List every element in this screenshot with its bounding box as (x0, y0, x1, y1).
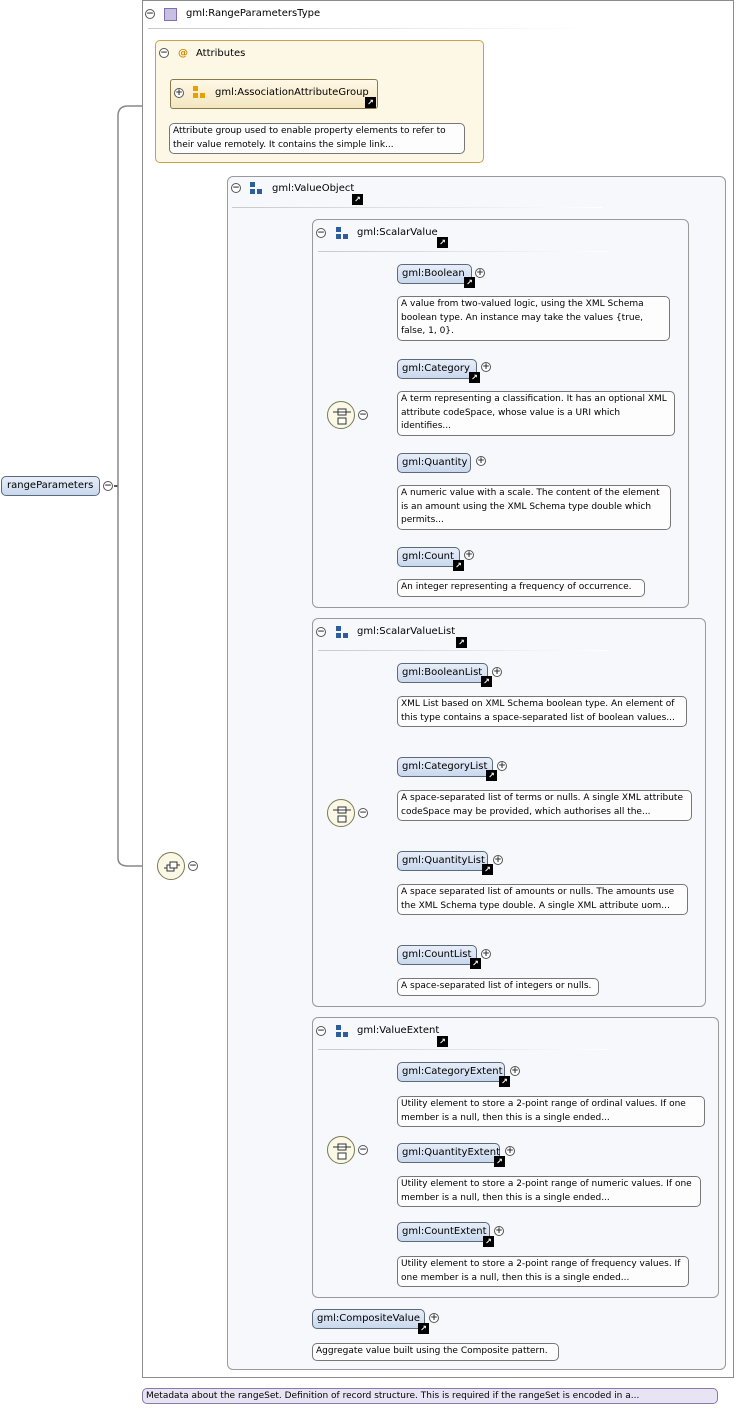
collapse-icon[interactable]: − (316, 1026, 326, 1036)
element-quantity-list[interactable]: gml:QuantityList (397, 851, 488, 871)
link-arrow-icon[interactable]: ↗ (499, 1076, 510, 1087)
element-count-list[interactable]: gml:CountList (397, 945, 477, 965)
collapse-icon[interactable]: − (316, 228, 326, 238)
collapse-icon[interactable]: − (159, 48, 169, 58)
choice-compositor-icon[interactable] (157, 852, 185, 880)
expand-icon[interactable]: + (475, 268, 485, 278)
group-icon (250, 182, 262, 194)
element-description: A space-separated list of integers or nu… (397, 978, 599, 996)
element-composite-value[interactable]: gml:CompositeValue (312, 1309, 425, 1329)
link-arrow-icon[interactable]: ↗ (470, 958, 481, 969)
link-arrow-icon[interactable]: ↗ (486, 770, 497, 781)
expand-icon[interactable]: + (494, 1226, 504, 1236)
link-arrow-icon[interactable]: ↗ (481, 676, 492, 687)
expand-icon[interactable]: + (492, 667, 502, 677)
choice-compositor-icon[interactable] (327, 401, 355, 429)
link-arrow-icon[interactable]: ↗ (418, 1323, 429, 1334)
expand-icon[interactable]: + (174, 88, 184, 98)
attributes-title: Attributes (196, 48, 246, 59)
element-quantity[interactable]: gml:Quantity (397, 453, 471, 473)
title-separator (318, 1049, 608, 1050)
expand-icon[interactable]: + (510, 1066, 520, 1076)
choice-compositor-icon[interactable] (327, 799, 355, 827)
collapse-icon[interactable]: − (358, 808, 368, 818)
element-category-list[interactable]: gml:CategoryList (397, 757, 493, 777)
root-element[interactable]: rangeParameters (1, 476, 100, 496)
element-description: A numeric value with a scale. The conten… (397, 485, 671, 530)
scalar-value-list-title: gml:ScalarValueList (357, 626, 456, 637)
element-description: XML List based on XML Schema boolean typ… (397, 696, 687, 727)
element-description: Aggregate value built using the Composit… (312, 1343, 559, 1361)
element-description: Utility element to store a 2-point range… (397, 1256, 689, 1287)
link-arrow-icon[interactable]: ↗ (482, 864, 493, 875)
value-extent-title: gml:ValueExtent (357, 1025, 440, 1036)
element-count-extent[interactable]: gml:CountExtent (397, 1222, 490, 1242)
title-separator (232, 207, 602, 208)
link-arrow-icon[interactable]: ↗ (437, 237, 448, 248)
expand-icon[interactable]: + (505, 1146, 515, 1156)
link-arrow-icon[interactable]: ↗ (464, 277, 475, 288)
collapse-icon[interactable]: − (145, 9, 155, 19)
metadata-description: Metadata about the rangeSet. Definition … (142, 1388, 718, 1404)
link-arrow-icon[interactable]: ↗ (365, 97, 376, 108)
title-separator (318, 650, 608, 651)
element-description: A space-separated list of terms or nulls… (397, 790, 692, 821)
value-object-title: gml:ValueObject (272, 183, 355, 194)
element-description: Utility element to store a 2-point range… (397, 1096, 705, 1127)
expand-icon[interactable]: + (476, 456, 486, 466)
expand-icon[interactable]: + (464, 550, 474, 560)
collapse-icon[interactable]: − (231, 183, 241, 193)
link-arrow-icon[interactable]: ↗ (453, 560, 464, 571)
title-separator (318, 251, 608, 252)
collapse-icon[interactable]: − (188, 861, 198, 871)
collapse-icon[interactable]: − (316, 627, 326, 637)
element-quantity-extent[interactable]: gml:QuantityExtent (397, 1143, 500, 1163)
link-arrow-icon[interactable]: ↗ (483, 1236, 494, 1247)
group-icon (336, 626, 348, 638)
collapse-icon[interactable]: − (358, 410, 368, 420)
link-arrow-icon[interactable]: ↗ (469, 372, 480, 383)
title-separator (148, 28, 588, 29)
scalar-value-title: gml:ScalarValue (357, 227, 438, 238)
attribute-group-label: gml:AssociationAttributeGroup (215, 87, 369, 98)
element-description: A term representing a classification. It… (397, 391, 675, 436)
element-description: An integer representing a frequency of o… (397, 579, 645, 597)
attributes-at-icon: @ (178, 48, 188, 59)
element-category[interactable]: gml:Category (397, 359, 477, 379)
expand-icon[interactable]: + (481, 362, 491, 372)
element-description: A space separated list of amounts or nul… (397, 884, 688, 915)
group-icon (336, 227, 348, 239)
element-category-extent[interactable]: gml:CategoryExtent (397, 1062, 505, 1082)
link-arrow-icon[interactable]: ↗ (352, 194, 363, 205)
choice-compositor-icon[interactable] (327, 1136, 355, 1164)
element-boolean[interactable]: gml:Boolean (397, 264, 472, 284)
element-description: A value from two-valued logic, using the… (397, 296, 670, 341)
complex-type-icon (164, 8, 177, 21)
element-boolean-list[interactable]: gml:BooleanList (397, 663, 488, 683)
expand-icon[interactable]: + (497, 761, 507, 771)
element-description: Utility element to store a 2-point range… (397, 1176, 701, 1207)
expand-icon[interactable]: + (481, 949, 491, 959)
element-count[interactable]: gml:Count (397, 547, 460, 567)
link-arrow-icon[interactable]: ↗ (456, 637, 467, 648)
collapse-icon[interactable]: − (103, 481, 113, 491)
complex-type-title: gml:RangeParametersType (186, 8, 321, 19)
group-icon (336, 1025, 348, 1037)
link-arrow-icon[interactable]: ↗ (437, 1036, 448, 1047)
expand-icon[interactable]: + (493, 855, 503, 865)
collapse-icon[interactable]: − (358, 1145, 368, 1155)
attribute-group-description: Attribute group used to enable property … (169, 123, 465, 154)
attribute-group-icon (193, 86, 205, 98)
expand-icon[interactable]: + (429, 1313, 439, 1323)
link-arrow-icon[interactable]: ↗ (494, 1156, 505, 1167)
value-extent-group (312, 1017, 719, 1298)
